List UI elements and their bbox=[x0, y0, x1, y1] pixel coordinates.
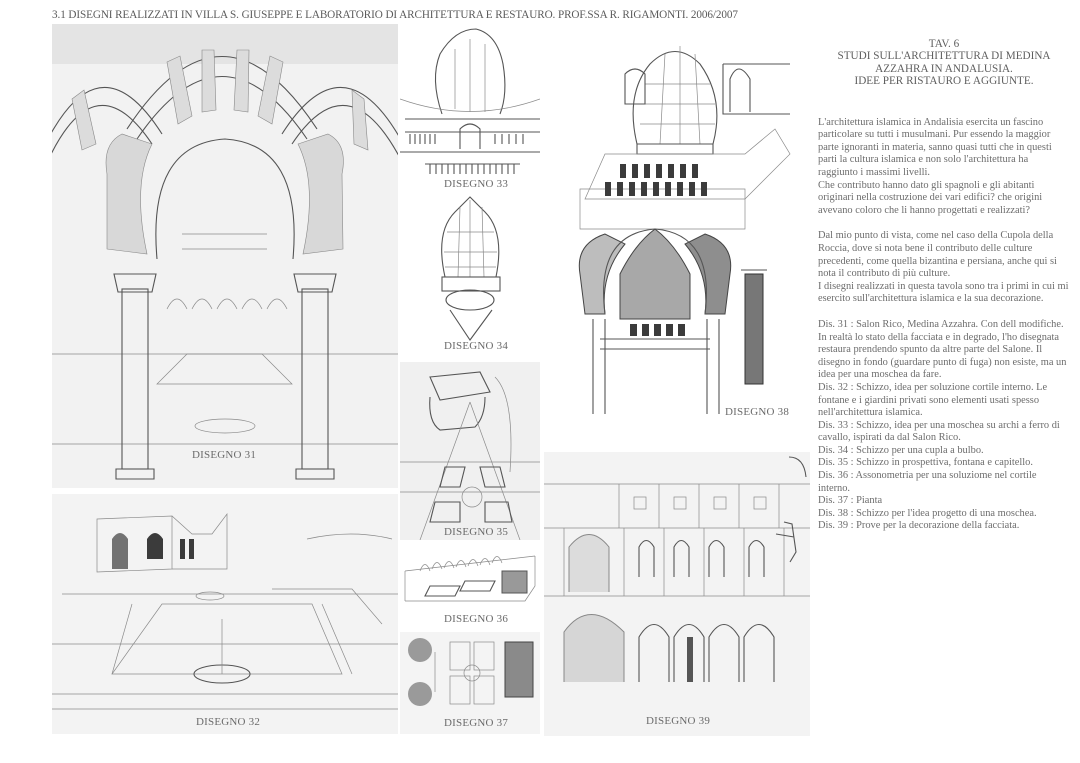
drawing-33-mosque-illustration bbox=[400, 28, 540, 174]
drawing-description: Dis. 32 : Schizzo, idea per soluzione co… bbox=[818, 381, 1048, 419]
title-line: TAV. 6 bbox=[928, 38, 960, 50]
drawing-35-label: DISEGNO 35 bbox=[444, 526, 509, 538]
drawing-description: Dis. 36 : Assonometria per una soluziome… bbox=[818, 470, 1037, 494]
drawing-38-mosque-project-illustration bbox=[578, 46, 791, 414]
drawing-33-panel: DISEGNO 33 bbox=[400, 24, 540, 190]
drawing-32-label: DISEGNO 32 bbox=[196, 716, 261, 728]
description-column: TAV. 6 STUDI SULL'ARCHITETTURA DI MEDINA… bbox=[818, 38, 1070, 533]
title-line: IDEE PER RISTAURO E AGGIUNTE. bbox=[854, 75, 1034, 88]
drawing-31-panel: DISEGNO 31 bbox=[52, 24, 398, 488]
drawing-description: Dis. 39 : Prove per la decorazione della… bbox=[818, 520, 1020, 532]
drawing-39-label: DISEGNO 39 bbox=[646, 715, 711, 727]
drawing-36-panel: DISEGNO 36 bbox=[400, 546, 540, 628]
page-header: 3.1 DISEGNI REALIZZATI IN VILLA S. GIUSE… bbox=[52, 9, 738, 21]
drawing-39-facade-illustration bbox=[544, 456, 810, 682]
drawing-35-panel: DISEGNO 35 bbox=[400, 362, 540, 540]
drawing-37-plan-illustration bbox=[408, 638, 534, 706]
intro-paragraph: L'architettura islamica in Andalisia ese… bbox=[818, 116, 1052, 178]
drawing-31-arches-illustration bbox=[52, 24, 398, 480]
drawing-description: Dis. 38 : Schizzo per l'idea progetto di… bbox=[818, 507, 1037, 519]
view-paragraph: I disegni realizzati in questa tavola so… bbox=[818, 280, 1069, 305]
drawing-34-label: DISEGNO 34 bbox=[444, 340, 509, 352]
drawing-35-perspective-illustration bbox=[400, 371, 540, 540]
title-line: AZZAHRA IN ANDALUSIA. bbox=[875, 62, 1013, 75]
drawing-36-axonometric-illustration bbox=[404, 555, 536, 602]
drawing-37-label: DISEGNO 37 bbox=[444, 717, 509, 729]
drawing-38-panel: DISEGNO 38 bbox=[545, 34, 810, 426]
drawing-32-panel: DISEGNO 32 bbox=[52, 494, 398, 734]
drawing-31-label: DISEGNO 31 bbox=[192, 449, 257, 461]
drawing-38-label: DISEGNO 38 bbox=[725, 406, 790, 418]
drawing-34-panel: DISEGNO 34 bbox=[400, 192, 540, 356]
drawing-description: Dis. 35 : Schizzo in prospettiva, fontan… bbox=[818, 457, 1033, 469]
title-line: STUDI SULL'ARCHITETTURA DI MEDINA bbox=[837, 50, 1051, 63]
drawing-34-bulb-cupola-illustration bbox=[441, 196, 501, 341]
drawing-description: Dis. 31 : Salon Rico, Medina Azzahra. Co… bbox=[818, 318, 1067, 381]
drawing-description: Dis. 37 : Pianta bbox=[818, 495, 883, 507]
drawing-33-label: DISEGNO 33 bbox=[444, 178, 509, 190]
drawing-description: Dis. 34 : Schizzo per una cupla a bulbo. bbox=[818, 444, 984, 456]
drawing-39-panel: DISEGNO 39 bbox=[544, 452, 810, 736]
drawing-36-label: DISEGNO 36 bbox=[444, 613, 509, 625]
tavola-title: TAV. 6 STUDI SULL'ARCHITETTURA DI MEDINA… bbox=[818, 38, 1070, 88]
drawing-32-courtyard-illustration bbox=[52, 512, 398, 710]
intro-paragraph: Che contributo hanno dato gli spagnoli e… bbox=[818, 179, 1043, 216]
drawing-37-panel: DISEGNO 37 bbox=[400, 632, 540, 734]
drawing-description: Dis. 33 : Schizzo, idea per una moschea … bbox=[818, 419, 1060, 444]
view-paragraph: Dal mio punto di vista, come nel caso de… bbox=[818, 230, 1057, 280]
